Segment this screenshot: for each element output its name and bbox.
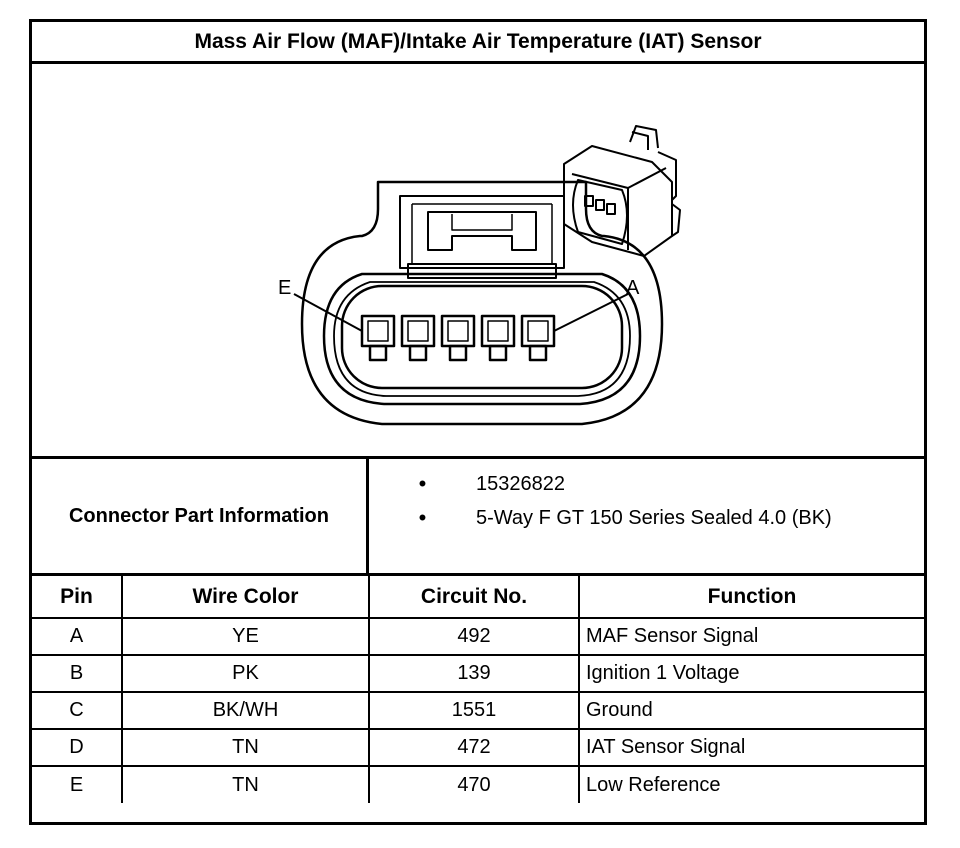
pin-cell: E	[32, 765, 123, 803]
circuit-cell: 1551	[368, 691, 580, 730]
function-cell: IAT Sensor Signal	[578, 728, 924, 767]
connector-housing-outline	[300, 180, 664, 426]
function-cell: MAF Sensor Signal	[578, 617, 924, 656]
connector-seal-ring	[322, 272, 642, 406]
connector-illustration: E A	[32, 64, 924, 459]
leader-line-e	[293, 293, 363, 332]
pin-cell: A	[32, 617, 123, 656]
header-function: Function	[578, 576, 924, 619]
circuit-cell: 492	[368, 617, 580, 656]
connector-description: 5-Way F GT 150 Series Sealed 4.0 (BK)	[476, 506, 832, 529]
pin-label-a: A	[626, 277, 640, 299]
pin-cell: B	[32, 654, 123, 693]
table-row: B PK 139 Ignition 1 Voltage	[32, 654, 924, 693]
header-pin: Pin	[32, 576, 123, 619]
function-cell: Ground	[578, 691, 924, 730]
bullet-icon: •	[418, 471, 427, 496]
pin-terminal-b	[480, 314, 516, 362]
connector-info-item: • 15326822	[369, 469, 565, 499]
connector-latch	[399, 195, 565, 269]
pin-label-e: E	[278, 277, 291, 299]
circuit-cell: 472	[368, 728, 580, 767]
wire-color-cell: TN	[121, 765, 370, 803]
circuit-cell: 470	[368, 765, 580, 803]
connector-info-item: • 5-Way F GT 150 Series Sealed 4.0 (BK)	[369, 503, 832, 533]
pin-cavity-block	[340, 284, 624, 390]
connector-diagram-frame: Mass Air Flow (MAF)/Intake Air Temperatu…	[29, 19, 927, 825]
pin-table-header: Pin Wire Color Circuit No. Function	[32, 576, 924, 619]
connector-face-drawing: E A	[278, 125, 681, 426]
connector-thumbnail	[563, 125, 681, 257]
wire-color-cell: YE	[121, 617, 370, 656]
table-row: C BK/WH 1551 Ground	[32, 691, 924, 730]
pin-terminal-d	[400, 314, 436, 362]
pin-terminal-c	[440, 314, 476, 362]
connector-info-label: Connector Part Information	[32, 459, 369, 573]
page-title: Mass Air Flow (MAF)/Intake Air Temperatu…	[32, 22, 924, 64]
pin-terminal-a	[520, 314, 556, 362]
function-cell: Low Reference	[578, 765, 924, 803]
pin-table: Pin Wire Color Circuit No. Function A YE…	[32, 576, 924, 803]
connector-info-list: • 15326822 • 5-Way F GT 150 Series Seale…	[369, 459, 924, 573]
wire-color-cell: PK	[121, 654, 370, 693]
table-row: E TN 470 Low Reference	[32, 765, 924, 803]
header-circuit-no: Circuit No.	[368, 576, 580, 619]
header-wire-color: Wire Color	[121, 576, 370, 619]
bullet-icon: •	[418, 505, 427, 530]
function-cell: Ignition 1 Voltage	[578, 654, 924, 693]
table-row: A YE 492 MAF Sensor Signal	[32, 617, 924, 656]
wire-color-cell: TN	[121, 728, 370, 767]
circuit-cell: 139	[368, 654, 580, 693]
pin-cell: C	[32, 691, 123, 730]
pin-cell: D	[32, 728, 123, 767]
connector-part-number: 15326822	[476, 472, 565, 495]
pin-terminal-e	[360, 314, 396, 362]
wire-color-cell: BK/WH	[121, 691, 370, 730]
connector-part-information: Connector Part Information • 15326822 • …	[32, 459, 924, 576]
table-row: D TN 472 IAT Sensor Signal	[32, 728, 924, 767]
leader-line-a	[553, 293, 629, 332]
